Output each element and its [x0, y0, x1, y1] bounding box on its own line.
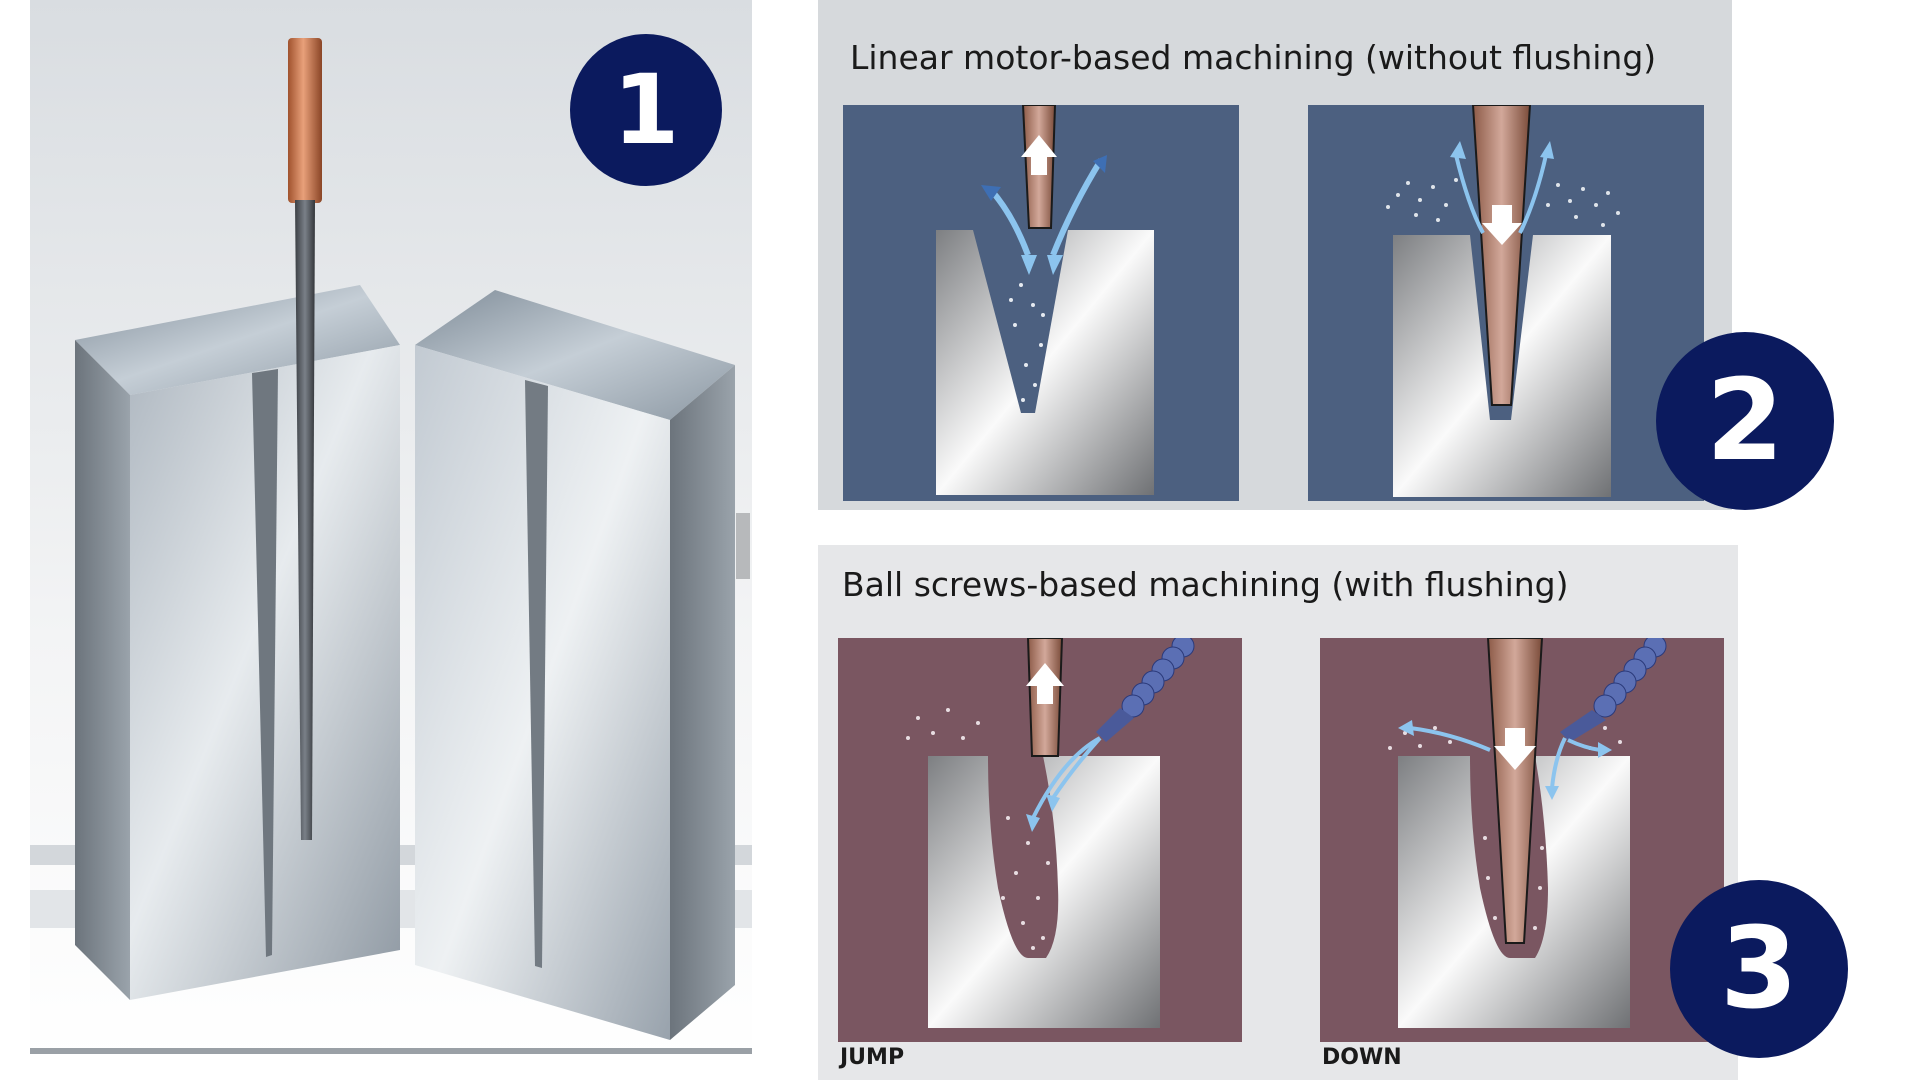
photo-panel: 1: [30, 0, 752, 1060]
badge-3: 3: [1670, 880, 1848, 1058]
linear-down-diagram: [1308, 105, 1704, 501]
ball-screw-panel: Ball screws-based machining (with flushi…: [818, 545, 1848, 1080]
ball-down-diagram: [1320, 638, 1724, 1042]
badge-2: 2: [1656, 332, 1834, 510]
linear-motor-title: Linear motor-based machining (without fl…: [850, 38, 1657, 77]
linear-jump-diagram: [843, 105, 1239, 501]
linear-motor-panel: Linear motor-based machining (without fl…: [818, 0, 1834, 510]
divider-stub: [736, 513, 750, 579]
badge-1: 1: [570, 34, 722, 186]
ball-jump-diagram: [838, 638, 1242, 1042]
jump-caption: JUMP: [840, 1045, 905, 1070]
ball-screw-title: Ball screws-based machining (with flushi…: [842, 565, 1569, 604]
down-caption: DOWN: [1322, 1045, 1402, 1070]
